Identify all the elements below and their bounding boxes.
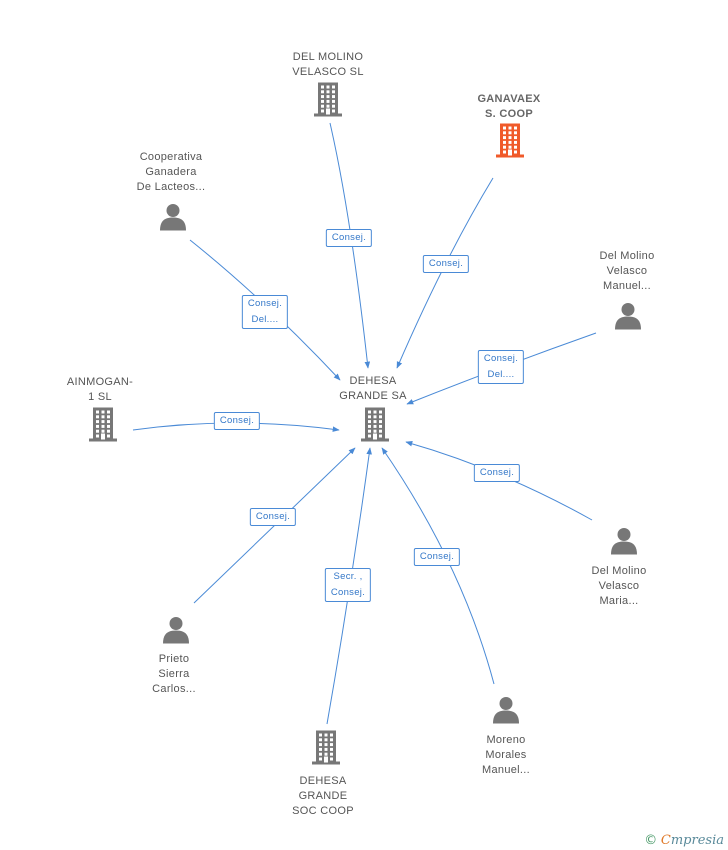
edge-label-line: Consej. [255, 511, 291, 522]
node-label-line: DEHESA [349, 375, 397, 387]
edge-label-line: Consej. [479, 467, 515, 478]
edge-label-line: Consej. [247, 298, 283, 309]
node-label-line: S. COOP [485, 108, 533, 120]
node-label-line: Del Molino [591, 565, 647, 577]
node-label-line: Velasco [598, 580, 640, 592]
person-icon[interactable] [162, 616, 190, 649]
edge-label-dehesa-grande-soc-coop[interactable]: Secr. , Consej. [324, 568, 372, 602]
person-icon[interactable] [614, 302, 642, 335]
edge-label-line: Consej. [330, 587, 366, 598]
edge-label-del-molino-velasco-sl[interactable]: Consej. [325, 229, 373, 247]
node-label-line: De Lacteos... [136, 181, 206, 193]
node-label-line: VELASCO SL [292, 66, 364, 78]
node-label-line: Ganadera [145, 166, 197, 178]
node-label-line: Carlos... [152, 683, 196, 695]
node-label-line: GANAVAEX [477, 93, 541, 105]
edge-label-moreno-morales[interactable]: Consej. [413, 548, 461, 566]
building-icon[interactable] [313, 82, 343, 122]
building-icon[interactable] [495, 123, 525, 163]
node-label-line: Manuel... [603, 280, 651, 292]
edge-label-del-molino-velasco-manuel[interactable]: Consej. Del.... [477, 350, 525, 384]
building-icon[interactable] [88, 407, 118, 447]
edge-label-line: Consej. [419, 551, 455, 562]
node-label-ainmogan[interactable]: AINMOGAN- 1 SL [67, 375, 133, 405]
person-icon[interactable] [159, 203, 187, 236]
person-icon[interactable] [492, 696, 520, 729]
node-label-dehesa-grande-soc-coop[interactable]: DEHESA GRANDE SOC COOP [292, 774, 354, 819]
edge-label-cooperativa-ganadera[interactable]: Consej. Del.... [241, 295, 289, 329]
node-label-line: DEL MOLINO [292, 51, 364, 63]
node-label-line: Moreno [486, 734, 526, 746]
edge-label-ganavaex[interactable]: Consej. [422, 255, 470, 273]
node-label-line: Morales [485, 749, 527, 761]
node-label-line: GRANDE SA [339, 390, 407, 402]
building-icon[interactable] [311, 730, 341, 770]
edge-label-line: Del.... [487, 369, 515, 380]
edge-label-ainmogan[interactable]: Consej. [213, 412, 261, 430]
node-label-line: Prieto [158, 653, 190, 665]
edge-label-prieto-sierra[interactable]: Consej. [249, 508, 297, 526]
node-label-line: Manuel... [482, 764, 530, 776]
node-label-line: Del Molino [599, 250, 655, 262]
node-label-line: AINMOGAN- [66, 376, 134, 388]
node-label-line: Maria... [599, 595, 639, 607]
edge-label-line: Consej. [331, 232, 367, 243]
node-label-line: DEHESA [299, 775, 347, 787]
copyright-icon: © [644, 833, 658, 848]
node-label-line: Sierra [158, 668, 190, 680]
edge-moreno-morales [381, 447, 495, 685]
copyright-footer: © Cmpresia [644, 832, 724, 848]
person-icon[interactable] [610, 527, 638, 560]
edge-label-line: Consej. [428, 258, 464, 269]
node-label-del-molino-velasco-sl[interactable]: DEL MOLINO VELASCO SL [292, 50, 363, 80]
edge-label-line: Secr. , [333, 571, 363, 582]
edge-label-del-molino-velasco-maria[interactable]: Consej. [473, 464, 521, 482]
node-label-ganavaex[interactable]: GANAVAEX S. COOP [477, 92, 540, 122]
edge-label-line: Consej. [219, 415, 255, 426]
node-label-line: GRANDE [298, 790, 348, 802]
empresia-logo[interactable]: Cmpresia [660, 833, 724, 848]
node-label-line: Velasco [606, 265, 648, 277]
edge-label-line: Consej. [483, 353, 519, 364]
edge-ganavaex [396, 177, 494, 369]
node-label-line: Cooperativa [139, 151, 203, 163]
edge-label-line: Del.... [251, 314, 279, 325]
node-label-dehesa-grande-sa[interactable]: DEHESA GRANDE SA [339, 374, 407, 404]
node-label-line: 1 SL [88, 391, 112, 403]
node-label-line: SOC COOP [292, 805, 354, 817]
building-icon[interactable] [360, 407, 390, 447]
